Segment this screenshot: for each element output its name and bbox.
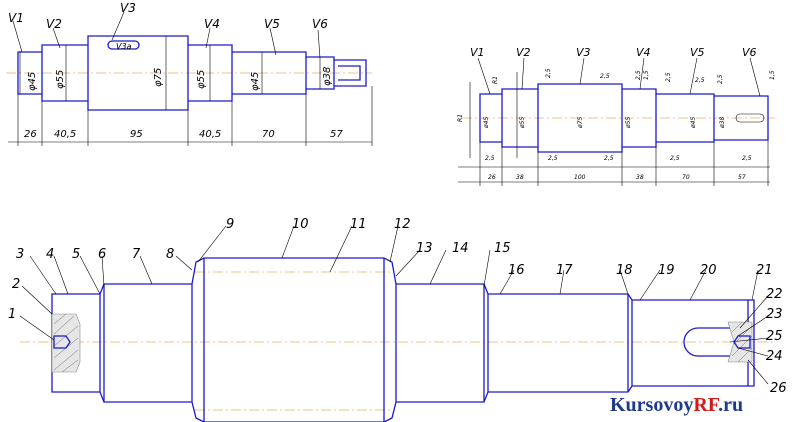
tl-label-v5: V5: [264, 17, 280, 31]
num-6: 6: [98, 247, 106, 262]
top-left-shaft-view: φ45 φ55 φ75 φ55 φ45 φ38 V3a V1 V2 V3 V4 …: [6, 1, 373, 146]
tr-label-v2: V2: [516, 46, 531, 59]
watermark-part2: RF: [693, 394, 719, 416]
bottom-shaft-view: 1 2 3 4 5 6 7 8 9 10 11 12 13 14 15 16 1…: [8, 217, 787, 422]
tr-chamfer-2: 2,5: [695, 77, 705, 84]
tl-len-1: 26: [24, 129, 37, 140]
num-10: 10: [292, 217, 309, 232]
tl-label-v2: V2: [46, 17, 62, 31]
tr-inner-dim-4: ø55: [625, 117, 632, 129]
tl-len-4: 40,5: [199, 129, 221, 140]
tr-side-mark-7: 2,5: [717, 74, 724, 84]
tl-label-v4: V4: [204, 17, 220, 31]
num-4: 4: [46, 247, 54, 262]
tr-label-v5: V5: [690, 46, 705, 59]
tl-dia-4: φ55: [196, 70, 207, 89]
num-15: 15: [494, 241, 511, 256]
tr-chamfer-4: 2,5: [548, 155, 558, 162]
num-14: 14: [452, 241, 469, 256]
watermark-part3: .ru: [718, 394, 743, 416]
tr-len-6: 57: [738, 174, 746, 181]
num-5: 5: [72, 247, 80, 262]
num-20: 20: [700, 263, 717, 278]
num-11: 11: [350, 217, 367, 232]
tr-inner-dim-6: ø38: [719, 117, 726, 129]
tr-len-3: 100: [574, 174, 586, 181]
tr-chamfer-1: 2,5: [600, 73, 610, 80]
num-18: 18: [616, 263, 633, 278]
num-23: 23: [766, 307, 783, 322]
tl-len-2: 40,5: [54, 129, 76, 140]
num-9: 9: [226, 217, 234, 232]
tl-dia-1: φ45: [27, 72, 38, 91]
num-22: 22: [766, 287, 783, 302]
tr-chamfer-6: 2,5: [670, 155, 680, 162]
tl-label-v3: V3: [120, 1, 136, 15]
num-25: 25: [766, 329, 783, 344]
num-12: 12: [394, 217, 411, 232]
tr-len-1: 26: [488, 174, 496, 181]
num-17: 17: [556, 263, 573, 278]
tr-side-mark-3: 2,5: [545, 68, 552, 78]
num-21: 21: [756, 263, 773, 278]
tr-label-v6: V6: [742, 46, 757, 59]
tr-len-2: 38: [516, 174, 524, 181]
num-3: 3: [16, 247, 24, 262]
tr-side-mark-2: R1: [492, 76, 499, 84]
tr-inner-dim-3: ø75: [577, 117, 584, 129]
tr-side-mark-5: 1,5: [643, 70, 650, 80]
num-2: 2: [12, 277, 20, 292]
tr-chamfer-7: 2,5: [742, 155, 752, 162]
tl-dia-5: φ45: [250, 72, 261, 91]
tr-label-v1: V1: [470, 46, 485, 59]
tr-side-mark-1: R1: [457, 114, 464, 122]
tl-len-3: 95: [130, 129, 143, 140]
tr-chamfer-5: 2,5: [604, 155, 614, 162]
tr-side-mark-6: 2,5: [665, 72, 672, 82]
tl-dia-2: φ55: [55, 70, 66, 89]
tl-len-6: 57: [330, 129, 343, 140]
num-16: 16: [508, 263, 525, 278]
tr-side-mark-4: 2,5: [635, 70, 642, 80]
tr-side-mark-8: 1,5: [769, 70, 776, 80]
watermark-part1: Kursovoy: [610, 394, 693, 416]
tr-inner-dim-2: ø55: [519, 117, 526, 129]
watermark-logo: KursovoyRF.ru: [610, 394, 743, 416]
svg-text:KursovoyRF.ru: KursovoyRF.ru: [610, 394, 743, 416]
tr-len-5: 70: [682, 174, 690, 181]
tr-len-4: 38: [636, 174, 644, 181]
tl-label-v1: V1: [8, 11, 24, 25]
tl-dia-6: φ38: [322, 67, 333, 86]
tr-label-v4: V4: [636, 46, 651, 59]
num-24: 24: [766, 349, 783, 364]
num-13: 13: [416, 241, 433, 256]
num-1: 1: [8, 307, 16, 322]
tr-chamfer-3: 2,5: [485, 155, 495, 162]
tl-label-v6: V6: [312, 17, 328, 31]
num-19: 19: [658, 263, 675, 278]
tl-dia-3: φ75: [153, 68, 164, 87]
top-right-shaft-view: V1 V2 V3 V4 V5 V6 2,5 2,5 2,5 2,5 2,5 2,…: [457, 46, 776, 186]
tl-len-5: 70: [262, 129, 275, 140]
num-7: 7: [132, 247, 141, 262]
tr-inner-dim-5: ø45: [690, 117, 697, 129]
num-26: 26: [770, 381, 787, 396]
tl-keyway-label: V3a: [116, 42, 132, 51]
tr-label-v3: V3: [576, 46, 591, 59]
num-8: 8: [166, 247, 174, 262]
tr-inner-dim-1: ø45: [483, 117, 490, 129]
